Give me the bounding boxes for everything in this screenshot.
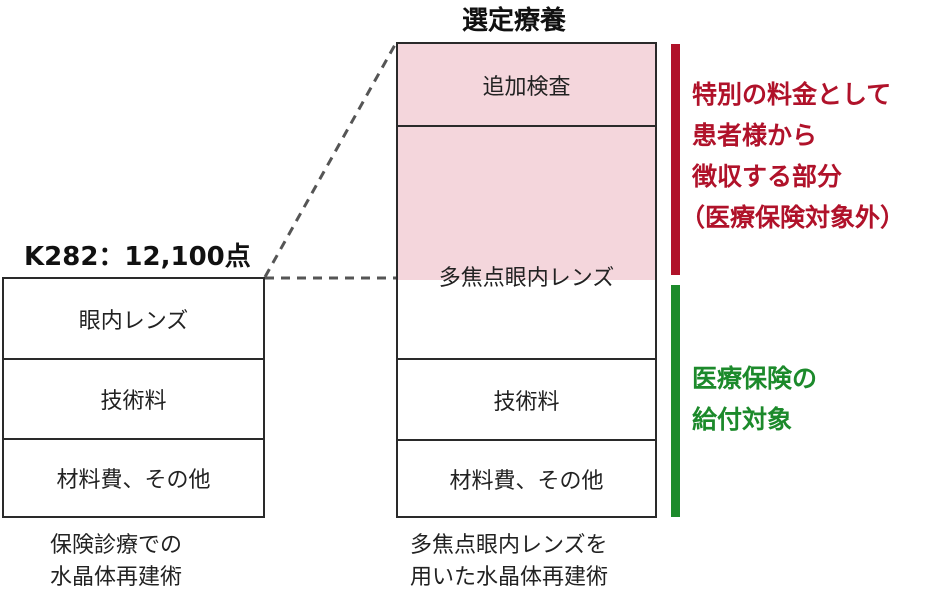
right-row-multifocal-lens: 多焦点眼内レンズ (438, 266, 615, 291)
left-caption: 保険診療での 水晶体再建術 (50, 530, 182, 594)
green-bracket-bar (671, 285, 680, 517)
right-caption-line-2: 用いた水晶体再建術 (410, 565, 609, 590)
right-box: 追加検査 多焦点眼内レンズ 技術料 材料費、その他 (396, 42, 657, 518)
red-annotation-line-2: 患者様から (692, 121, 818, 150)
left-caption-line-1: 保険診療での (50, 533, 183, 558)
right-row-pink-upper (398, 125, 655, 280)
right-caption: 多焦点眼内レンズを 用いた水晶体再建術 (410, 530, 608, 594)
left-caption-line-2: 水晶体再建術 (50, 565, 183, 590)
left-row-technical-fee: 技術料 (4, 358, 263, 438)
red-annotation-line-1: 特別の料金として (692, 80, 892, 109)
green-annotation-line-1: 医療保険の (692, 364, 818, 393)
right-caption-line-1: 多焦点眼内レンズを (410, 533, 608, 558)
left-row-lens: 眼内レンズ (78, 308, 189, 334)
red-annotation: 特別の料金として 患者様から 徴収する部分 （医療保険対象外） (680, 74, 905, 238)
right-heading: 選定療養 (462, 6, 567, 36)
left-row-materials: 材料費、その他 (4, 438, 263, 516)
right-row-technical-fee: 技術料 (398, 358, 655, 439)
red-annotation-line-4: （医療保険対象外） (680, 203, 906, 232)
left-heading: K282：12,100点 (24, 242, 251, 272)
red-bracket-bar (671, 44, 680, 275)
left-box: 眼内レンズ 技術料 材料費、その他 (2, 277, 265, 518)
right-row-materials: 材料費、その他 (398, 439, 655, 516)
green-annotation-line-2: 給付対象 (692, 405, 793, 434)
right-row-additional-exam: 追加検査 (398, 44, 655, 125)
red-annotation-line-3: 徴収する部分 (692, 162, 843, 191)
green-annotation: 医療保険の 給付対象 (692, 358, 817, 440)
